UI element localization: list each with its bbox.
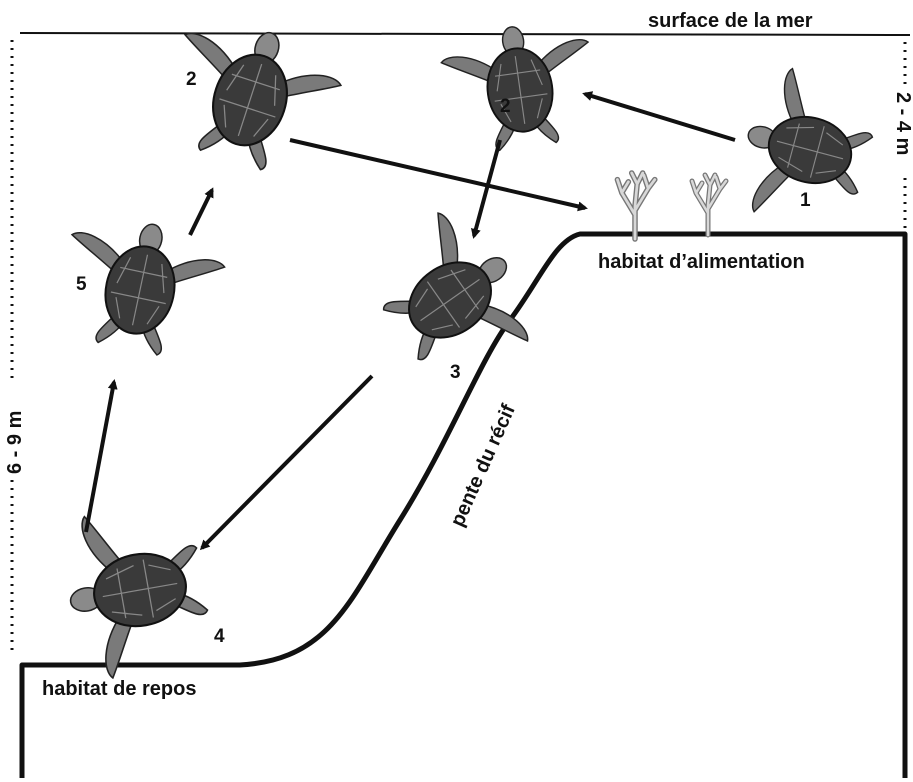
turtle-number-label: 5 bbox=[76, 274, 87, 295]
depth-shallow-label: 2 - 4 m bbox=[892, 92, 913, 155]
turtle-number-label: 3 bbox=[450, 362, 461, 383]
coral-icon bbox=[692, 175, 726, 235]
turtle-number-label: 2 bbox=[186, 69, 197, 90]
sea-surface-line bbox=[20, 33, 910, 35]
sea-turtle-icon bbox=[56, 498, 216, 682]
feeding-habitat-label: habitat d’alimentation bbox=[598, 251, 805, 273]
turtle-number-label: 2 bbox=[500, 96, 511, 117]
arrow-icon bbox=[190, 190, 212, 235]
sea-turtle-icon bbox=[438, 17, 602, 157]
resting-habitat-label: habitat de repos bbox=[42, 678, 196, 700]
turtle-number-label: 4 bbox=[214, 626, 225, 647]
arrow-icon bbox=[290, 140, 585, 208]
arrow-icon bbox=[585, 94, 735, 140]
arrow-icon bbox=[86, 382, 114, 532]
depth-deep-label: 6 - 9 m bbox=[4, 411, 26, 474]
coral-icon bbox=[617, 173, 654, 239]
turtle-number-label: 1 bbox=[800, 190, 811, 211]
arrow-icon bbox=[202, 376, 372, 548]
sea-surface-label: surface de la mer bbox=[648, 10, 813, 32]
